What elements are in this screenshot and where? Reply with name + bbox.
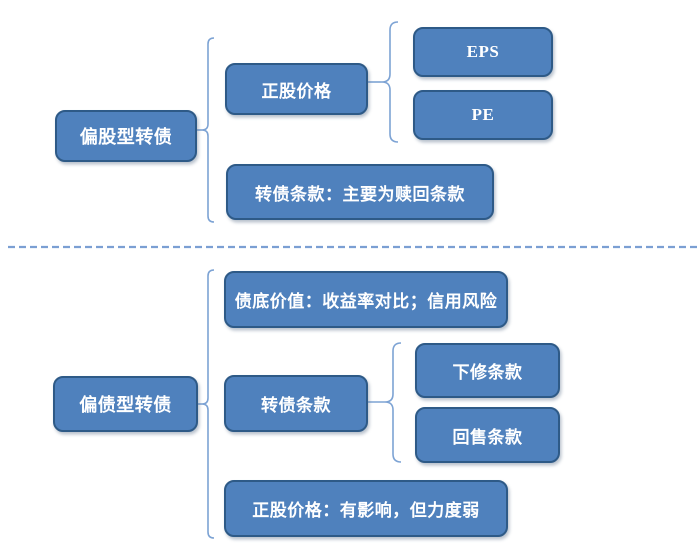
node-cb-terms-redemption: 转债条款：主要为赎回条款	[226, 164, 494, 220]
node-stock-price: 正股价格	[225, 63, 368, 115]
bottom-section-brace	[198, 269, 215, 539]
node-bond-floor-value: 债底价值：收益率对比；信用风险	[224, 271, 508, 328]
node-stock-price-weak-influence: 正股价格：有影响，但力度弱	[224, 480, 508, 537]
node-cb-terms: 转债条款	[224, 375, 368, 432]
top-sub-brace	[368, 21, 399, 143]
node-pe: PE	[413, 90, 553, 140]
node-put-back-clause: 回售条款	[415, 407, 560, 463]
node-downward-revision-clause: 下修条款	[415, 343, 560, 398]
node-debt-biased-cb: 偏债型转债	[53, 376, 198, 432]
node-equity-biased-cb: 偏股型转债	[55, 110, 197, 162]
node-eps: EPS	[413, 27, 553, 77]
bottom-sub-brace	[368, 342, 402, 463]
top-section-brace	[197, 37, 215, 223]
